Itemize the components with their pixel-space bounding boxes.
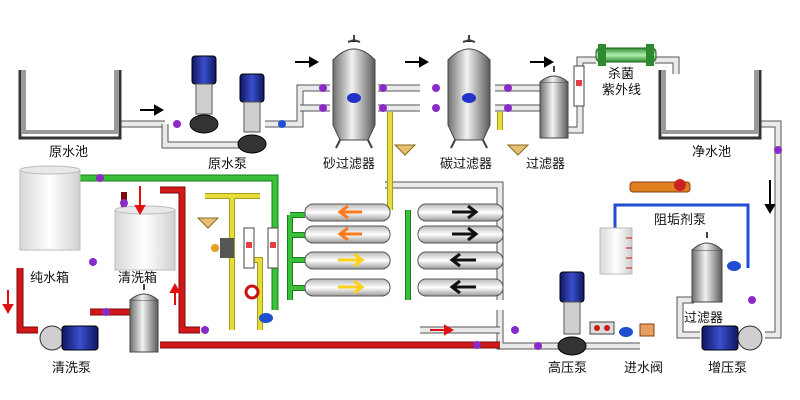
drain-funnels bbox=[196, 144, 530, 229]
cleaning-tank-label: 清洗箱 bbox=[118, 271, 158, 286]
carbon-filter-label: 碳过滤器 bbox=[440, 157, 493, 172]
sterilize-label: 杀菌 bbox=[608, 67, 635, 82]
pure-water-tank-label: 纯水箱 bbox=[30, 271, 70, 286]
clean-water-pool-label: 净水池 bbox=[692, 145, 732, 160]
booster-pump-label: 增压泵 bbox=[708, 361, 748, 376]
raw-water-pool bbox=[18, 70, 122, 140]
ro-flow-arrows bbox=[337, 204, 479, 295]
high-pressure-pump bbox=[557, 271, 587, 356]
raw-water-pump-1 bbox=[189, 55, 219, 134]
cleaning-pump-label: 清洗泵 bbox=[52, 361, 92, 376]
cartridge-filter-top bbox=[539, 66, 569, 139]
clean-water-pool bbox=[658, 70, 762, 140]
booster-pump bbox=[701, 325, 763, 351]
scale-inhibitor-pump-label: 阻垢剂泵 bbox=[654, 213, 707, 228]
carbon-filter-vessel bbox=[447, 35, 491, 149]
filter-right-label: 过滤器 bbox=[684, 311, 724, 326]
raw-water-pump-2 bbox=[237, 73, 267, 154]
scale-inhibitor-pump bbox=[629, 179, 691, 193]
cartridge-filter-right bbox=[691, 232, 723, 303]
cleaning-flow-arrows bbox=[2, 186, 455, 336]
sand-filter-vessel bbox=[332, 35, 376, 149]
pure-water-tank bbox=[19, 165, 81, 251]
inlet-valve-label: 进水阀 bbox=[624, 361, 664, 376]
flow-meters bbox=[243, 65, 585, 269]
valves bbox=[89, 84, 782, 350]
uv-lamp-label: 紫外线 bbox=[602, 83, 642, 98]
scale-inhibitor-tank bbox=[599, 227, 633, 275]
process-flow-arrows bbox=[140, 56, 776, 215]
cleaning-tank bbox=[114, 205, 176, 271]
uv-sterilizer bbox=[595, 44, 657, 66]
high-pressure-pump-label: 高压泵 bbox=[548, 361, 588, 376]
raw-water-pump-label: 原水泵 bbox=[208, 157, 248, 172]
sand-filter-label: 砂过滤器 bbox=[323, 157, 376, 172]
filter-top-label: 过滤器 bbox=[526, 157, 566, 172]
raw-water-pool-label: 原水池 bbox=[49, 145, 89, 160]
cleaning-pump bbox=[39, 325, 99, 351]
cartridge-filter-left bbox=[129, 284, 159, 353]
